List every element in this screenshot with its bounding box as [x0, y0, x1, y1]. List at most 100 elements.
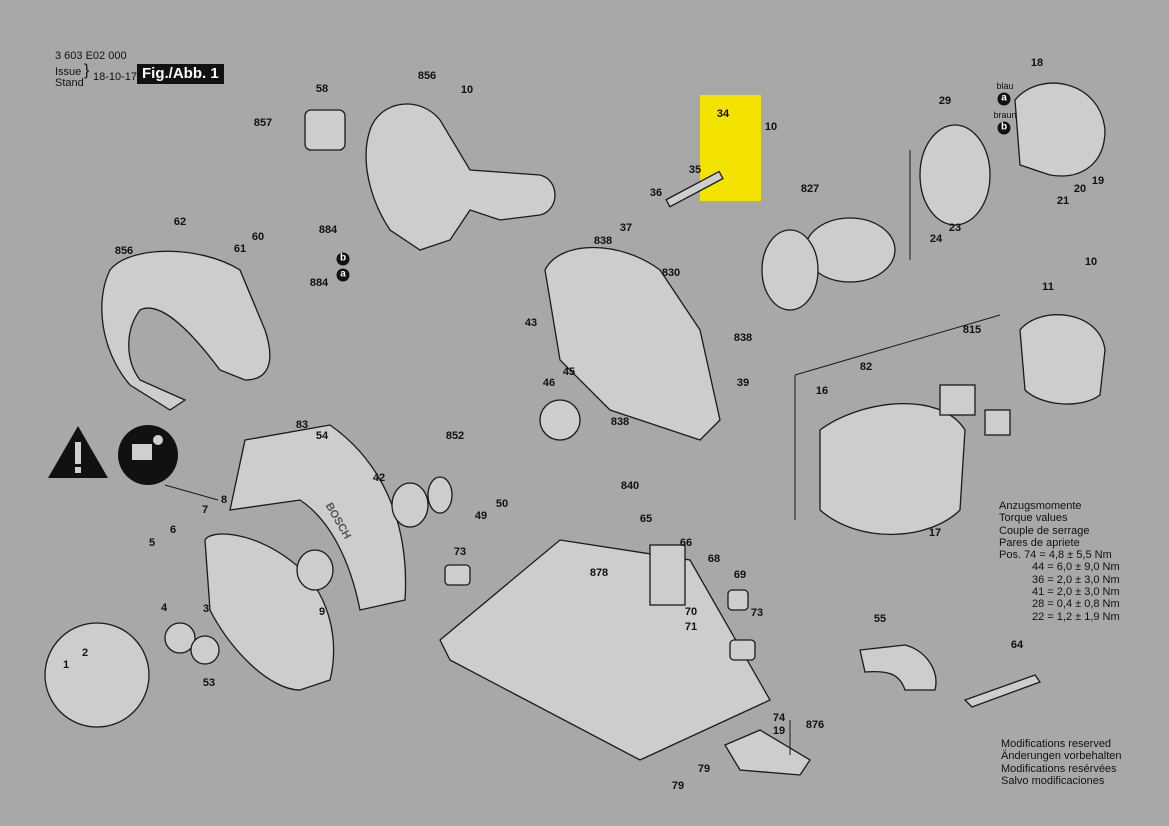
fan [761, 229, 819, 311]
part-label: 70 [684, 606, 698, 618]
part-label: 16 [815, 385, 829, 397]
part-label: 53 [202, 677, 216, 689]
motor-housing-16 [819, 403, 966, 536]
part-label: 856 [417, 70, 437, 82]
part-label: 62 [173, 216, 187, 228]
nozzle-55 [859, 644, 937, 691]
part-label: 884 [318, 224, 338, 236]
part-label: 7 [201, 504, 209, 516]
brace: } [84, 62, 90, 79]
part-label: 64 [1010, 639, 1024, 651]
issue-date: 18-10-17 [93, 71, 138, 83]
part-label: 857 [253, 117, 273, 129]
part-label: 852 [445, 430, 465, 442]
part-label: 21 [1056, 195, 1070, 207]
part-label: 1 [62, 659, 70, 671]
notice-line: Salvo modificaciones [1001, 774, 1105, 787]
gear-46 [539, 399, 581, 441]
wire-marker-b: b [997, 121, 1011, 135]
part-label: 60 [251, 231, 265, 243]
warning-icon [48, 426, 108, 478]
part-label: 6 [169, 524, 177, 536]
read-manual-icon [118, 425, 178, 485]
part-label: 19 [772, 725, 786, 737]
part-label: 45 [562, 366, 576, 378]
torque-title: Torque values [999, 512, 1068, 525]
torque-title: Pares de apriete [999, 536, 1080, 549]
part-label: 4 [160, 602, 168, 614]
modifications-notice: Modifications reserved Änderungen vorbeh… [1001, 738, 1121, 787]
part-label: 79 [697, 763, 711, 775]
part-label: 83 [295, 419, 309, 431]
knife-66 [649, 544, 686, 606]
housing-838 [544, 246, 721, 441]
cap-29 [919, 124, 991, 226]
part-label: 82 [859, 361, 873, 373]
wire-label-braun: braun [993, 110, 1017, 120]
part-label: 42 [372, 472, 386, 484]
part-label: 61 [233, 243, 247, 255]
end-cap-11 [1019, 314, 1106, 405]
part-label: 838 [733, 332, 753, 344]
part-label: 74 [772, 712, 786, 724]
wire-marker-a: a [997, 92, 1011, 106]
part-label: 37 [619, 222, 633, 234]
guard-54 [229, 424, 407, 611]
part-label: 65 [639, 513, 653, 525]
part-label: 876 [805, 719, 825, 731]
handle-856 [101, 250, 271, 411]
torque-row: 28 = 0,4 ± 0,8 Nm [1032, 598, 1120, 611]
saw-blade [44, 622, 150, 728]
torque-values-table: Anzugsmomente Torque values Couple de se… [999, 500, 1120, 623]
torque-title: Couple de serrage [999, 524, 1090, 537]
notice-line: Modifications resérvées [1001, 762, 1117, 775]
issue-label: Issue [55, 66, 82, 78]
base-plate-878 [439, 539, 771, 761]
torque-row: 22 = 1,2 ± 1,9 Nm [1032, 610, 1120, 623]
part-label: 838 [610, 416, 630, 428]
housing-856 [365, 103, 556, 251]
part-label: 54 [315, 430, 329, 442]
figure-label: Fig./Abb. 1 [137, 64, 224, 84]
part-label: 10 [764, 121, 778, 133]
wire-marker-b: b [336, 252, 350, 266]
part-label: 36 [649, 187, 663, 199]
part-label: 878 [589, 567, 609, 579]
part-label: 11 [1042, 281, 1054, 293]
notice-line: Änderungen vorbehalten [1001, 750, 1122, 763]
part-label: 46 [542, 377, 556, 389]
part-label: 2 [81, 647, 89, 659]
torque-row: 44 = 6,0 ± 9,0 Nm [1032, 561, 1120, 574]
stand-label: Stand [55, 77, 84, 89]
part-label: 10 [460, 84, 474, 96]
part-label: 8 [220, 494, 228, 506]
torque-row: Pos. 74 = 4,8 ± 5,5 Nm [999, 549, 1112, 562]
part-label: 9 [318, 606, 326, 618]
torque-row: 36 = 2,0 ± 3,0 Nm [1032, 573, 1120, 586]
torque-title: Anzugsmomente [999, 500, 1082, 512]
housing-18 [1014, 82, 1106, 177]
part-label: 856 [114, 245, 134, 257]
part-label: 55 [873, 613, 887, 625]
part-label: 5 [148, 537, 156, 549]
part-label: 10 [1084, 256, 1098, 268]
part-label: 18 [1030, 57, 1044, 69]
part-label: 827 [800, 183, 820, 195]
shaft-35 [665, 170, 724, 208]
part-label: 815 [962, 324, 982, 336]
part-label: 50 [495, 498, 509, 510]
switch-58 [304, 109, 346, 151]
part-number: 3 603 E02 000 [55, 50, 127, 62]
wire-marker-a: a [336, 268, 350, 282]
part-label: 49 [474, 510, 488, 522]
guide-876 [724, 729, 811, 776]
part-label: 838 [593, 235, 613, 247]
part-label: 830 [661, 267, 681, 279]
hex-key-64 [963, 674, 1042, 708]
part-label: 17 [928, 527, 942, 539]
torque-row: 41 = 2,0 ± 3,0 Nm [1032, 586, 1120, 599]
part-label: 43 [524, 317, 538, 329]
part-label-highlighted: 34 [716, 108, 730, 120]
